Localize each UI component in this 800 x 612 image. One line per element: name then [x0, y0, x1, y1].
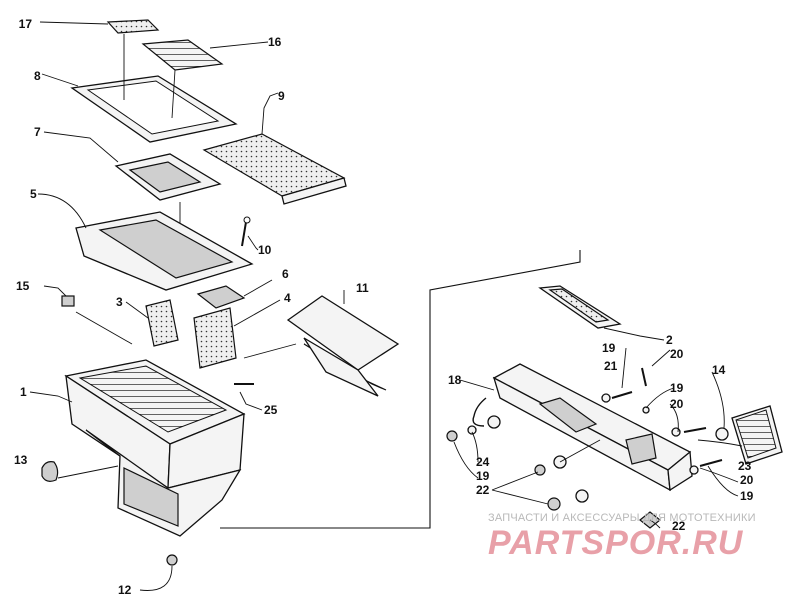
callout-2: 2 [666, 333, 673, 347]
part-5-cover [37, 193, 254, 291]
callout-23: 23 [738, 459, 752, 473]
right-leaders [453, 347, 743, 529]
callout-25: 25 [264, 403, 278, 417]
part-2-bezel [538, 285, 665, 341]
callout-12: 12 [118, 583, 132, 597]
callout-24: 24 [476, 455, 490, 469]
part-console [492, 363, 693, 492]
callout-20-c: 20 [740, 473, 754, 487]
callout-22-a: 22 [476, 483, 490, 497]
callout-21: 21 [604, 359, 618, 373]
callout-7: 7 [34, 125, 41, 139]
callout-18: 18 [448, 373, 462, 387]
callout-16: 16 [268, 35, 282, 49]
callout-3: 3 [116, 295, 123, 309]
part-6-flap [196, 279, 273, 309]
part-17-screen [39, 19, 160, 34]
callout-22-b: 22 [672, 519, 686, 533]
callout-6: 6 [282, 267, 289, 281]
part-16-grille [141, 39, 269, 71]
callout-5: 5 [30, 187, 37, 201]
part-13-clip [41, 461, 119, 482]
connector-lines [220, 250, 581, 529]
callout-8: 8 [34, 69, 41, 83]
part-9-mesh-plate [202, 92, 347, 205]
part-15-fitting [43, 285, 133, 345]
callout-19-c: 19 [476, 469, 490, 483]
part-25-bolt [234, 383, 263, 411]
callout-1: 1 [20, 385, 27, 399]
callout-20-a: 20 [670, 347, 684, 361]
part-18-cable [459, 379, 495, 427]
part-hardware [446, 367, 729, 529]
callout-14: 14 [712, 363, 726, 377]
part-1-airbox [29, 359, 246, 537]
callout-9: 9 [278, 89, 285, 103]
callout-4: 4 [284, 291, 291, 305]
callout-19-b: 19 [670, 381, 684, 395]
part-8-frame [41, 34, 238, 143]
callout-17: 17 [19, 17, 33, 31]
watermark-logo: PARTSPOR.RU [488, 524, 744, 562]
part-3-filter [125, 299, 179, 347]
callout-15: 15 [16, 279, 30, 293]
watermark-tagline: ЗАПЧАСТИ И АКСЕССУАРЫ ДЛЯ МОТОТЕХНИКИ [488, 512, 756, 524]
part-23-filter-element [731, 405, 783, 465]
callout-13: 13 [14, 453, 28, 467]
callout-11: 11 [356, 281, 369, 295]
callouts: 17 16 8 9 7 5 10 6 15 11 4 3 1 25 13 12 … [14, 17, 754, 597]
callout-19-a: 19 [602, 341, 616, 355]
part-10-screw [241, 216, 259, 251]
part-4-filter [193, 299, 281, 369]
part-7-tray [43, 131, 222, 224]
callout-19-d: 19 [740, 489, 754, 503]
callout-20-b: 20 [670, 397, 684, 411]
part-11-duct [286, 290, 400, 397]
part-12-drain [139, 554, 178, 591]
callout-10: 10 [258, 243, 272, 257]
